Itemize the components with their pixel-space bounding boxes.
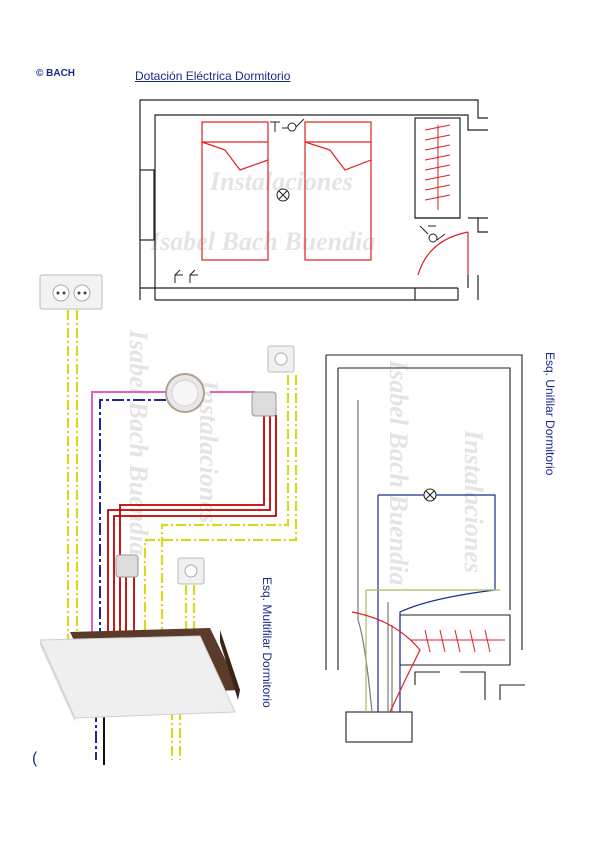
page-title[interactable]: Dotación Eléctrica Dormitorio [135, 69, 291, 83]
beds [201, 121, 372, 261]
unifilar-diagram [325, 354, 525, 743]
watermark-text-5: Isabel Bach Buendia [384, 359, 413, 585]
multifilar-switch-return [91, 391, 255, 640]
unifilar-wardrobe-hangers [410, 629, 505, 653]
watermark-text-1: Instalaciones [209, 167, 353, 196]
multifilar-neutral [95, 399, 170, 760]
brand-logo: © BACH [36, 68, 76, 79]
switch-door-icon [428, 233, 438, 243]
junction-box-icon [251, 391, 277, 417]
devices [39, 274, 295, 585]
wardrobe-hangers [424, 124, 451, 210]
window-left [139, 169, 155, 241]
door-arc [417, 231, 469, 276]
double-socket-icon [39, 274, 103, 310]
outer-wall [139, 99, 488, 288]
watermark-text-4: Isabel Bach Buendia [124, 329, 153, 555]
watermark-text-2: Isabel Bach Buendia [149, 227, 375, 256]
unifilar-wall-top [326, 354, 523, 650]
ceiling-light-icon [276, 188, 290, 202]
watermark-text-6: Instalaciones [459, 429, 488, 573]
inner-wall [154, 114, 488, 288]
switch-box-icon [115, 554, 139, 578]
door [417, 231, 469, 276]
stray-paren: ( [32, 750, 38, 767]
floor-plan [139, 99, 488, 301]
unifilar-wires [351, 400, 500, 713]
switch-top-icon [287, 122, 297, 132]
watermark-group: Instalaciones Isabel Bach Buendia Instal… [124, 167, 488, 585]
bed-right [304, 121, 372, 261]
multifilar-earth [66, 310, 298, 760]
bed-left [201, 121, 269, 261]
socket-plan-icon [174, 269, 198, 283]
distribution-panel [39, 628, 240, 722]
unifilar-box [345, 711, 413, 743]
plan-symbols [174, 118, 446, 283]
